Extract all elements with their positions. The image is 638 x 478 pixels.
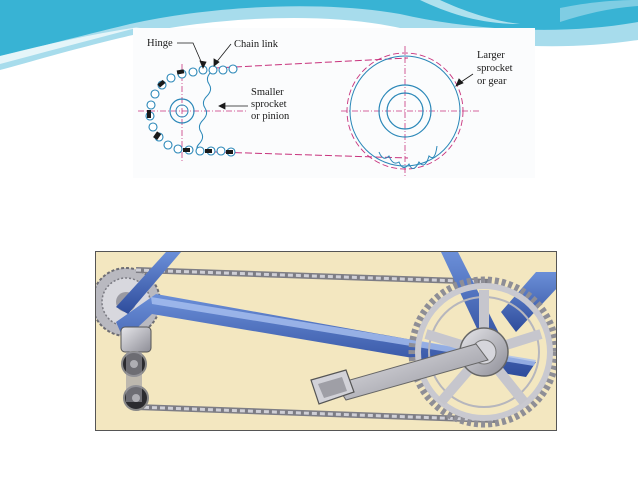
large-sprocket-hub — [378, 84, 432, 138]
hinge-label: Hinge — [147, 38, 173, 49]
chain-side-plates — [147, 69, 233, 154]
bicycle-drivetrain-illustration — [96, 252, 556, 430]
seat-tube — [441, 252, 506, 352]
smaller-sprocket-label-line3: or pinion — [251, 111, 290, 122]
large-sprocket-pitch-circle — [346, 52, 464, 170]
lower-chain-line — [214, 151, 409, 159]
seatstay-tube — [116, 252, 181, 314]
chain-drive-diagram: Hinge Chain link Smaller sprocket or pin… — [133, 28, 535, 178]
chain-drive-drawing — [138, 42, 481, 176]
smaller-sprocket-label-line2: sprocket — [251, 99, 287, 110]
leader-lines — [177, 42, 474, 110]
larger-sprocket-label-line2: sprocket — [477, 63, 513, 74]
large-sprocket-bore — [386, 92, 424, 130]
upper-chain-line — [214, 57, 409, 69]
small-sprocket-bore — [175, 104, 189, 118]
roller-chain — [145, 64, 238, 157]
bicycle-drivetrain-photo — [95, 251, 557, 431]
small-sprocket-teeth — [196, 71, 212, 153]
larger-sprocket-label-line3: or gear — [477, 76, 507, 87]
large-sprocket-rim — [349, 55, 461, 167]
chain-link-label: Chain link — [234, 39, 279, 50]
small-sprocket-hub — [169, 98, 195, 124]
larger-sprocket-label-line1: Larger — [477, 50, 505, 61]
header-swoosh — [0, 0, 638, 70]
rear-derailleur — [120, 326, 152, 411]
smaller-sprocket-label-line1: Smaller — [251, 87, 284, 98]
pedal — [310, 369, 355, 405]
large-sprocket-teeth — [378, 145, 438, 169]
